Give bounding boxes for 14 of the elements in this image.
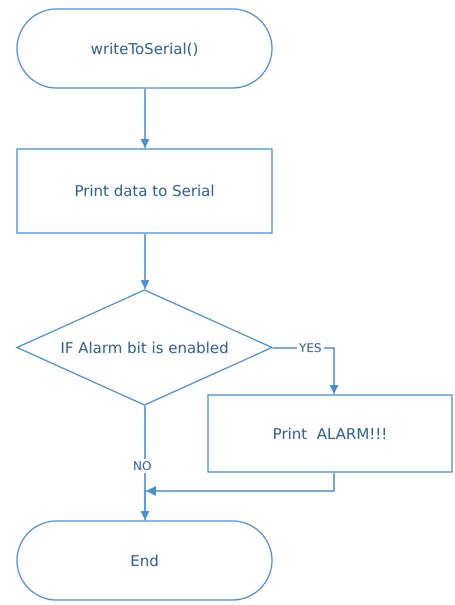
arrow: [140, 89, 150, 148]
node-text: writeToSerial(): [90, 40, 198, 58]
arrow: [140, 234, 150, 289]
node-text: Print ALARM!!!: [272, 424, 388, 442]
node-text: End: [130, 552, 159, 570]
process-box: [16, 148, 273, 234]
process-box: [207, 394, 453, 473]
node-text: IF Alarm bit is enabled: [60, 338, 229, 356]
edge-label: YES: [297, 341, 324, 355]
arrow: [140, 406, 150, 520]
node-text: Print data to Serial: [74, 182, 215, 200]
edge-label: NO: [131, 459, 154, 473]
decision-diamond: [16, 289, 273, 406]
arrow: [144, 473, 335, 520]
